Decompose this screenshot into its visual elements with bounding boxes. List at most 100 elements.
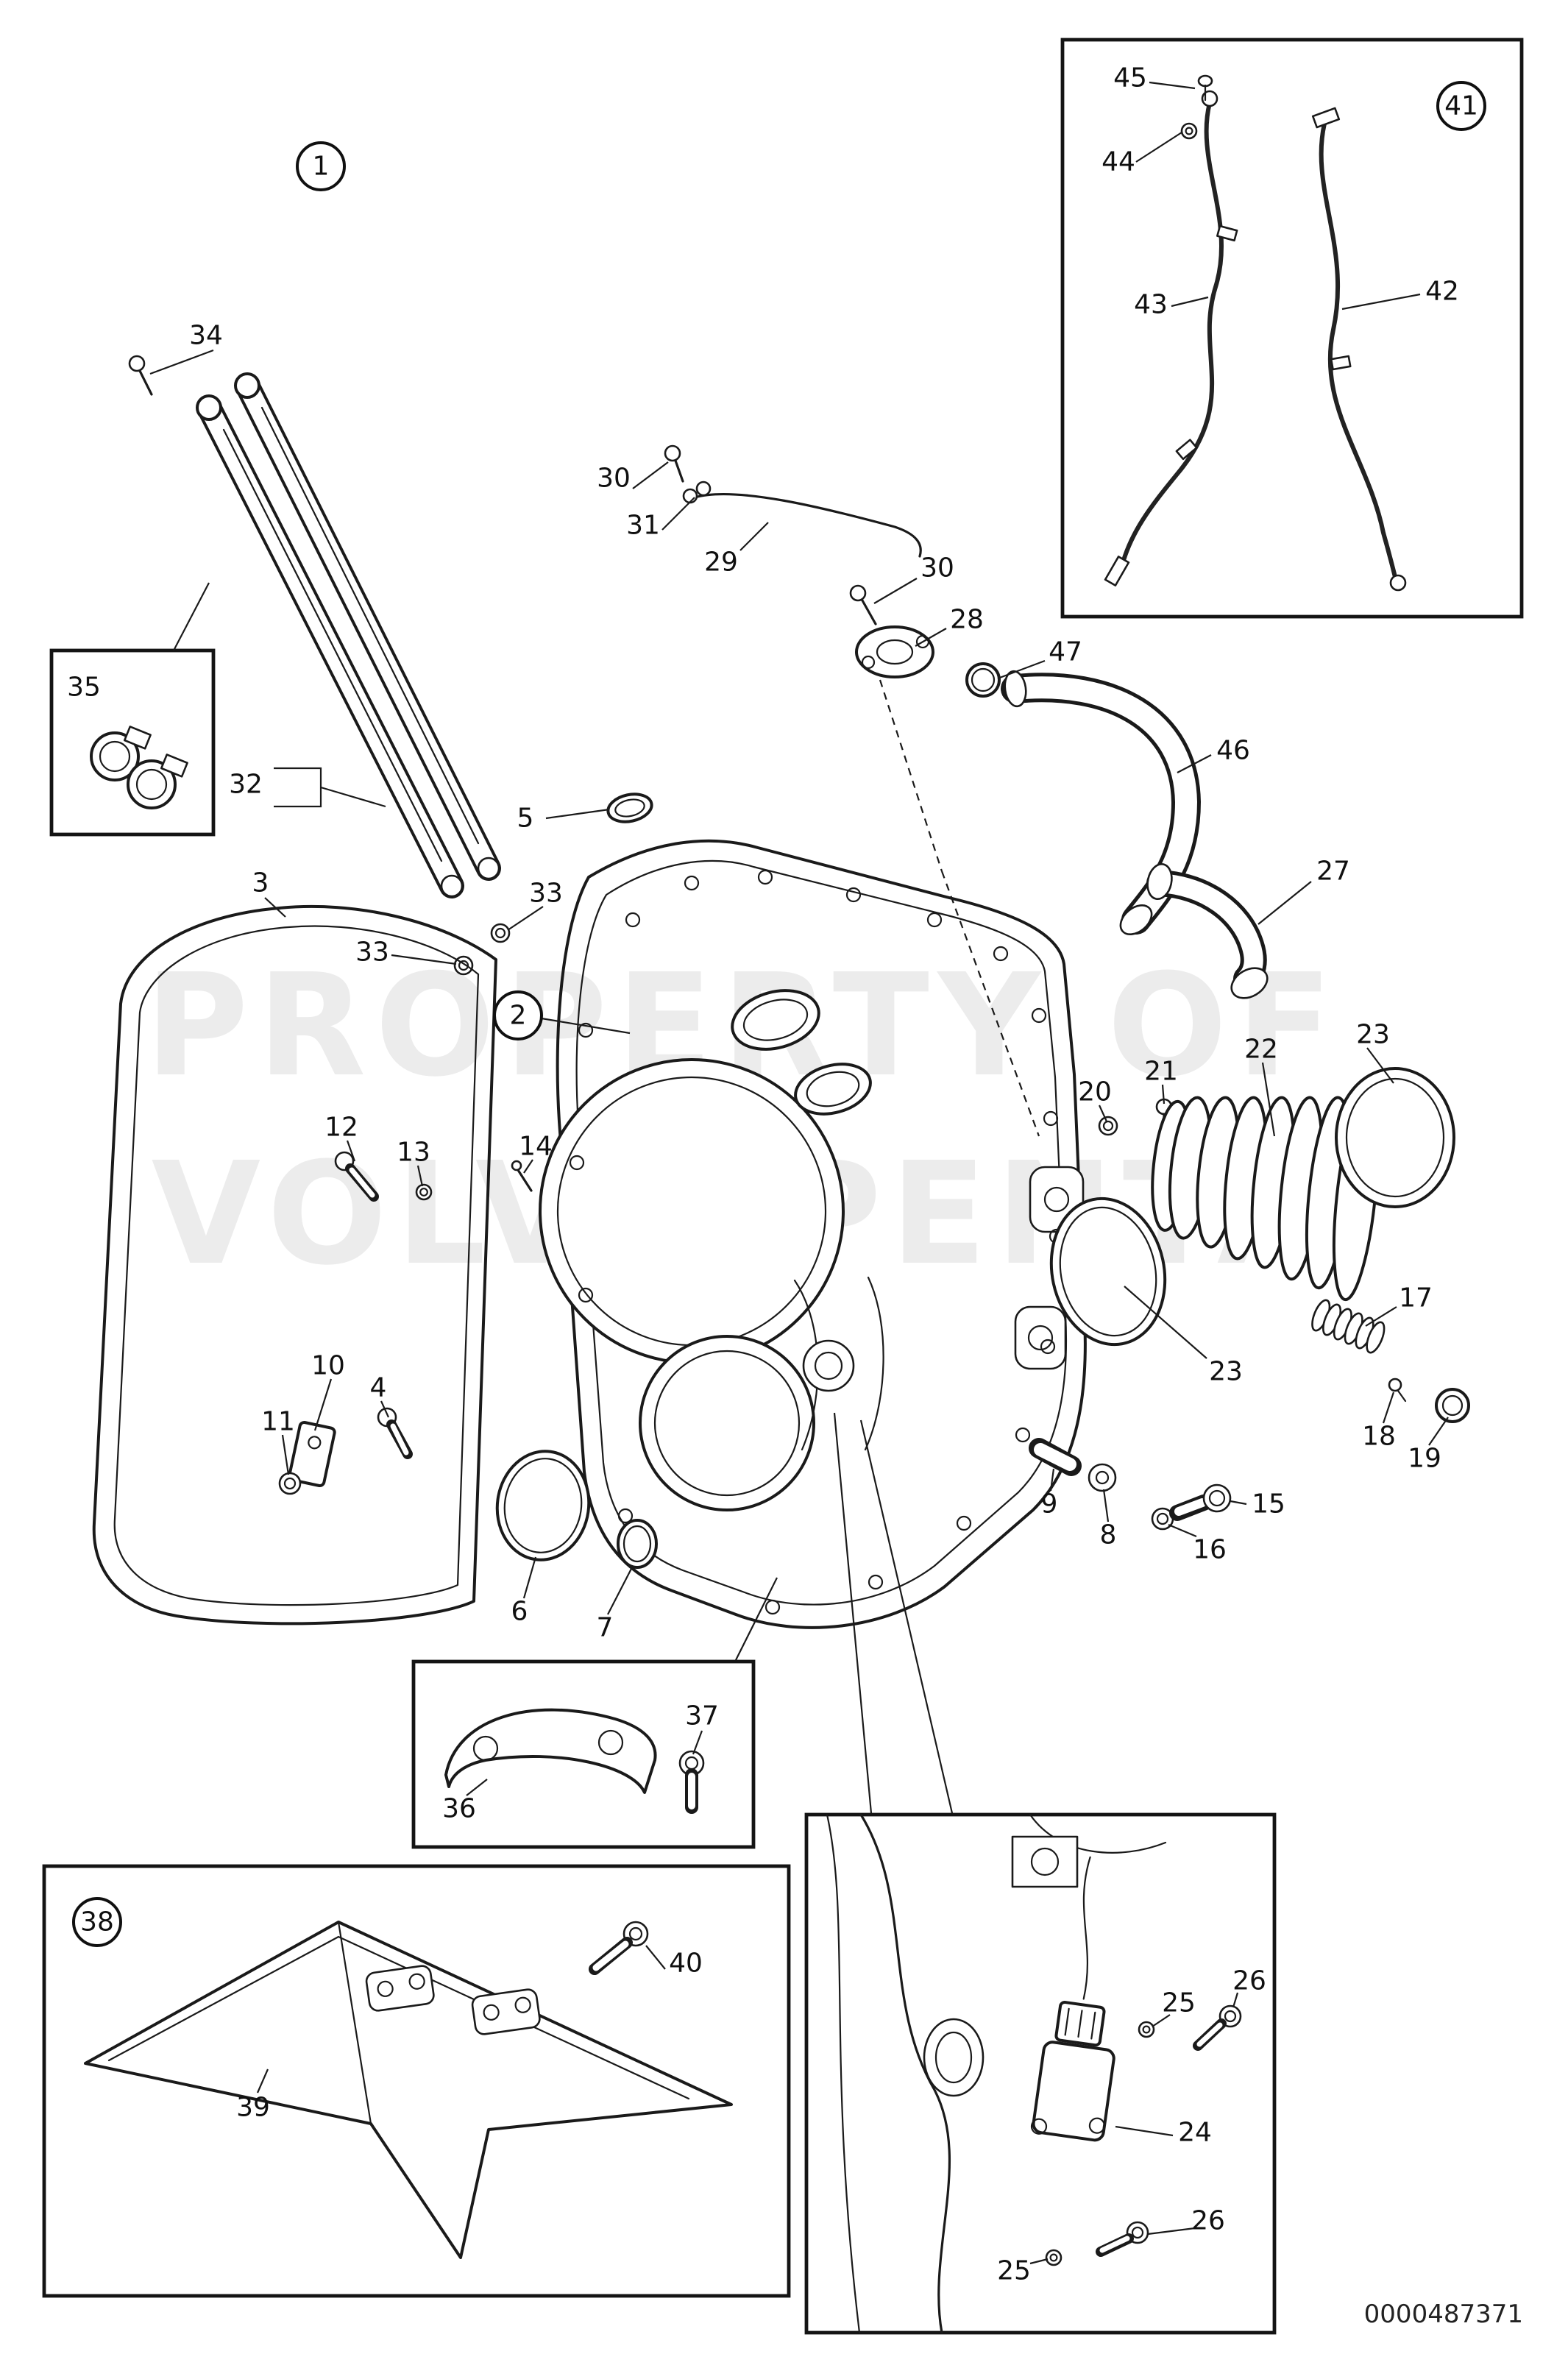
pin-14 <box>511 1160 533 1192</box>
callout-label-38: 38 <box>80 1907 114 1938</box>
callout-4: 4 <box>370 1373 387 1403</box>
callout-35: 35 <box>67 673 101 703</box>
washer-20 <box>1098 1116 1118 1136</box>
callout-27: 27 <box>1316 857 1350 887</box>
plate-10 <box>288 1421 336 1487</box>
callout-39: 39 <box>236 2093 270 2123</box>
callout-label-25: 25 <box>1162 1988 1196 2018</box>
callout-circle-41 <box>1436 81 1486 131</box>
plug-15 <box>1169 1483 1232 1521</box>
bolt-26-top <box>1193 2004 1242 2051</box>
inset-box-cables <box>1060 38 1524 619</box>
callout-label-1: 1 <box>313 152 330 182</box>
callout-label-25: 25 <box>997 2256 1031 2286</box>
inset-box-bracket <box>411 1659 756 1849</box>
hardware-8-9-15-16 <box>1029 1438 1232 1531</box>
callout-label-4: 4 <box>370 1373 387 1403</box>
oring-23-left <box>1049 1197 1167 1347</box>
bolt-12 <box>334 1151 379 1202</box>
callout-label-15: 15 <box>1252 1489 1285 1520</box>
callout-26: 26 <box>1232 1966 1266 1996</box>
callout-9: 9 <box>1041 1489 1058 1520</box>
callout-11: 11 <box>261 1407 295 1437</box>
spring-17-group <box>1311 1299 1470 1423</box>
callout-label-17: 17 <box>1399 1283 1433 1314</box>
bolt-4 <box>377 1407 413 1459</box>
ring-16 <box>1151 1507 1174 1531</box>
callout-23: 23 <box>1209 1357 1243 1387</box>
callout-label-21: 21 <box>1144 1057 1178 1087</box>
callout-43: 43 <box>1134 290 1168 320</box>
callout-21: 21 <box>1144 1057 1178 1087</box>
callout-44: 44 <box>1101 147 1135 177</box>
callout-label-23: 23 <box>1356 1020 1390 1050</box>
callout-45: 45 <box>1113 63 1147 93</box>
callout-label-37: 37 <box>685 1701 719 1731</box>
orings-6-7 <box>495 1450 658 1569</box>
callout-label-30: 30 <box>597 464 631 494</box>
callout-label-11: 11 <box>261 1407 295 1437</box>
callout-19: 19 <box>1408 1444 1441 1474</box>
callout-label-3: 3 <box>252 868 269 898</box>
callout-8: 8 <box>1100 1520 1117 1550</box>
bolt-34 <box>128 355 153 396</box>
callout-16: 16 <box>1193 1535 1227 1565</box>
callout-label-2: 2 <box>510 1001 527 1031</box>
callout-label-36: 36 <box>442 1794 476 1824</box>
bolt-40 <box>589 1921 649 1975</box>
fasteners-12-13-14 <box>334 1151 533 1202</box>
callout-label-19: 19 <box>1408 1444 1441 1474</box>
callout-label-30: 30 <box>920 553 954 584</box>
callout-label-22: 22 <box>1244 1035 1278 1065</box>
callout-28: 28 <box>950 605 984 635</box>
callout-label-10: 10 <box>311 1351 345 1381</box>
callout-label-24: 24 <box>1178 2118 1212 2148</box>
callout-24: 24 <box>1178 2118 1212 2148</box>
callout-label-27: 27 <box>1316 857 1350 887</box>
ring-13 <box>415 1183 433 1201</box>
callout-7: 7 <box>597 1613 614 1643</box>
callout-14: 14 <box>519 1132 553 1162</box>
callout-label-33: 33 <box>529 879 563 909</box>
callout-label-12: 12 <box>324 1113 358 1143</box>
callout-2: 2 <box>493 990 543 1040</box>
callout-33: 33 <box>529 879 563 909</box>
ring-23-right <box>1335 1067 1455 1208</box>
callout-label-28: 28 <box>950 605 984 635</box>
callout-label-6: 6 <box>511 1597 528 1627</box>
cap-19 <box>1435 1388 1470 1423</box>
callout-25: 25 <box>997 2256 1031 2286</box>
callout-15: 15 <box>1252 1489 1285 1520</box>
callout-label-5: 5 <box>517 804 534 834</box>
callout-20: 20 <box>1078 1077 1112 1107</box>
callout-label-26: 26 <box>1191 2206 1225 2236</box>
callout-1: 1 <box>296 141 346 191</box>
bolt-37 <box>678 1750 705 1814</box>
callout-circle-38 <box>72 1897 122 1947</box>
callout-label-8: 8 <box>1100 1520 1117 1550</box>
callout-37: 37 <box>685 1701 719 1731</box>
callout-13: 13 <box>397 1138 430 1168</box>
callout-33: 33 <box>355 937 389 968</box>
trim-cylinders <box>128 355 511 976</box>
callout-18: 18 <box>1362 1422 1396 1452</box>
nut-11 <box>278 1472 302 1495</box>
callout-label-39: 39 <box>236 2093 270 2123</box>
flange-28-group <box>849 584 1001 698</box>
bushing-8 <box>1088 1463 1117 1492</box>
callout-46: 46 <box>1216 736 1250 766</box>
spring-17 <box>1311 1299 1386 1354</box>
bolt-26-bottom <box>1096 2221 1149 2257</box>
callout-6: 6 <box>511 1597 528 1627</box>
washer-25-bottom <box>1045 2249 1063 2266</box>
callout-29: 29 <box>704 547 738 578</box>
callout-38: 38 <box>72 1897 122 1947</box>
oring-5 <box>606 793 653 823</box>
callout-label-45: 45 <box>1113 63 1147 93</box>
callout-label-33: 33 <box>355 937 389 968</box>
callout-label-31: 31 <box>626 511 660 541</box>
callout-25: 25 <box>1162 1988 1196 2018</box>
cover-plate-3 <box>92 904 497 1626</box>
